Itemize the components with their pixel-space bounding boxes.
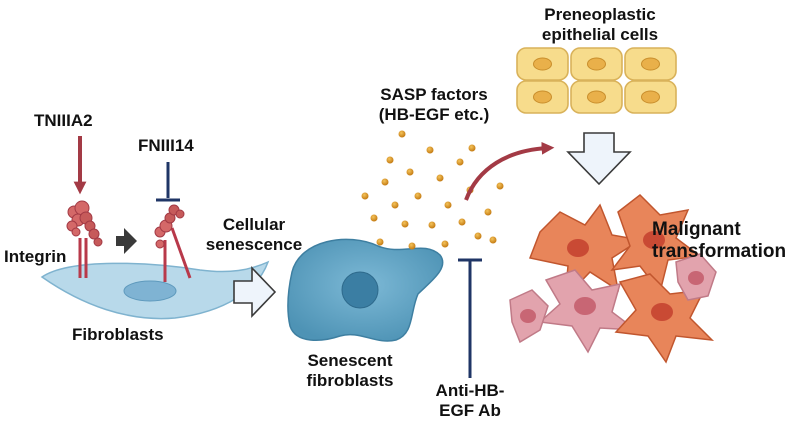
sasp-factor-dots [361,130,504,250]
label-sasp-factors: SASP factors (HB-EGF etc.) [378,85,490,124]
label-malignant-transformation: Malignant transformation [652,219,787,262]
secretion-arrow [464,141,555,201]
integrin-receptor-icon [154,204,192,282]
label-fniii14: FNIII14 [138,136,194,155]
label-senescent-fibroblasts: Senescent fibroblasts [306,351,394,390]
label-tniiia2: TNIIIA2 [34,111,93,130]
label-fibroblasts: Fibroblasts [72,325,164,344]
label-anti-hb-egf: Anti-HB- EGF Ab [435,381,505,420]
epithelial-cell-grid [516,47,677,114]
senescent-fibroblast-cell [287,238,444,342]
label-preneoplastic-cells: Preneoplastic epithelial cells [541,5,659,44]
integrin-receptor-icon [66,200,103,278]
inhibition-bar [156,162,180,202]
fibroblast-cell [40,260,270,320]
label-cellular-senescence: Cellular senescence [205,215,303,254]
dark-arrow-icon [116,228,137,254]
hollow-down-arrow-icon [566,132,632,186]
malignant-cell-cluster [509,194,717,364]
hollow-arrow-icon [233,266,277,318]
antibody-inhibition-bar [458,258,482,378]
label-integrin: Integrin [4,247,67,266]
